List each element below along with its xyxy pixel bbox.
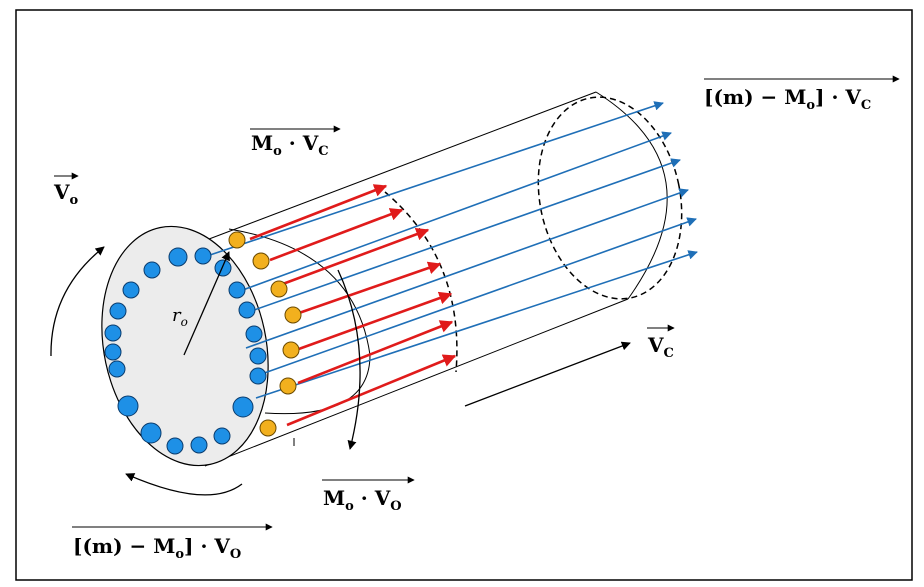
blue-particles xyxy=(104,247,267,455)
blue-particle xyxy=(104,343,122,361)
label-mo-vc-mid: · V xyxy=(282,131,319,155)
blue-particle xyxy=(232,396,254,418)
blue-particle xyxy=(140,422,162,444)
label-m-mo-vc-sub2: C xyxy=(861,98,871,113)
blue-particle xyxy=(122,281,140,299)
orange-particle xyxy=(282,341,300,359)
label-mo-vo-sub1: o xyxy=(345,499,354,514)
label-vo: Vo xyxy=(53,172,79,208)
orange-particle xyxy=(270,280,288,298)
rotation-arrow-mo-vo xyxy=(337,269,361,450)
blue-particle xyxy=(214,259,232,277)
orange-particle xyxy=(252,252,270,270)
label-ro: ro xyxy=(172,305,188,329)
blue-particle xyxy=(245,325,263,343)
orange-particle xyxy=(279,377,297,395)
label-mo-vc-sub1: o xyxy=(273,144,282,159)
cylinder-back-half-ellipse xyxy=(595,91,668,300)
orange-particles xyxy=(228,231,302,437)
orange-particle xyxy=(259,419,277,437)
figure-frame xyxy=(15,9,913,581)
label-mo-vc: Mo · VC xyxy=(250,125,341,159)
blue-particle xyxy=(238,301,256,319)
blue-particle xyxy=(143,261,161,279)
label-m-mo-vo-mid: ] · V xyxy=(184,534,230,558)
label-vo-sub: o xyxy=(70,193,79,208)
blue-particle xyxy=(213,427,231,445)
blue-flow-arrows xyxy=(206,101,698,399)
label-mo-vc-sub2: C xyxy=(318,144,328,159)
axial-velocity-arrow xyxy=(464,341,631,407)
blue-flow-arrow xyxy=(239,131,672,292)
blue-particle xyxy=(228,281,246,299)
orange-particle xyxy=(228,231,246,249)
label-ro-sub: o xyxy=(181,315,188,329)
blue-particle xyxy=(104,324,122,342)
label-vc-main: V xyxy=(647,333,664,357)
blue-flow-arrow xyxy=(255,217,697,377)
label-m-mo-vo-main: [(m) − M xyxy=(73,534,175,558)
label-m-mo-vo: [(m) − Mo] · VO xyxy=(72,523,273,562)
radius-arrow xyxy=(183,251,230,356)
label-mo-vo-sub2: O xyxy=(390,499,401,514)
rotation-arrow-upper-left xyxy=(50,246,105,357)
cylinder-bottom-edge xyxy=(204,298,629,467)
red-flow-arrow xyxy=(249,184,388,241)
label-mo-vo-main: M xyxy=(323,486,345,510)
svg-text:[(m) − Mo] · VO: [(m) − Mo] · VO xyxy=(73,534,241,562)
svg-text:ro: ro xyxy=(172,305,188,329)
blue-particle xyxy=(249,367,267,385)
blue-flow-arrow xyxy=(206,101,664,257)
blue-flow-arrow xyxy=(245,188,689,349)
label-vc: VC xyxy=(647,324,675,361)
back-dashed-ellipse xyxy=(537,96,683,300)
blue-particle xyxy=(168,247,188,267)
blue-particle xyxy=(108,360,126,378)
orange-particle xyxy=(284,306,302,324)
label-m-mo-vc-main: [(m) − M xyxy=(704,85,806,109)
blue-flow-arrow xyxy=(239,158,681,316)
rotation-arrow-bottom xyxy=(125,473,243,496)
label-vo-main: V xyxy=(53,180,70,204)
blue-particle xyxy=(117,395,139,417)
label-m-mo-vc: [(m) − Mo] · VC xyxy=(704,75,900,113)
svg-text:VC: VC xyxy=(647,333,674,361)
label-m-mo-vo-sub1: o xyxy=(175,547,184,562)
svg-text:[(m) − Mo] · VC: [(m) − Mo] · VC xyxy=(704,85,871,113)
red-flow-arrow xyxy=(286,354,457,427)
red-flow-arrow xyxy=(269,208,404,262)
label-mo-vc-main: M xyxy=(251,131,273,155)
label-m-mo-vc-mid: ] · V xyxy=(815,85,861,109)
red-flow-arrow xyxy=(297,320,454,385)
blue-particle xyxy=(190,436,208,454)
blue-particle xyxy=(194,247,212,265)
blue-flow-arrow xyxy=(255,250,698,399)
red-flow-arrow xyxy=(298,261,442,315)
label-ro-main: r xyxy=(172,305,182,326)
label-mo-vo: Mo · VO xyxy=(322,476,415,514)
red-flow-arrow xyxy=(279,227,430,287)
blue-particle xyxy=(109,302,127,320)
red-flow-arrows xyxy=(249,184,457,427)
svg-text:Mo · VO: Mo · VO xyxy=(323,486,402,514)
blue-particle xyxy=(249,347,267,365)
svg-text:Vo: Vo xyxy=(53,180,79,208)
label-vc-sub: C xyxy=(664,346,674,361)
cylinder-top-edge xyxy=(187,91,597,248)
blue-particle xyxy=(166,437,184,455)
red-flow-arrow xyxy=(295,291,453,352)
front-face xyxy=(101,225,269,467)
svg-text:Mo · VC: Mo · VC xyxy=(251,131,329,159)
label-mo-vo-mid: · V xyxy=(354,486,391,510)
label-m-mo-vo-sub2: O xyxy=(230,547,241,562)
label-m-mo-vc-sub1: o xyxy=(806,98,815,113)
